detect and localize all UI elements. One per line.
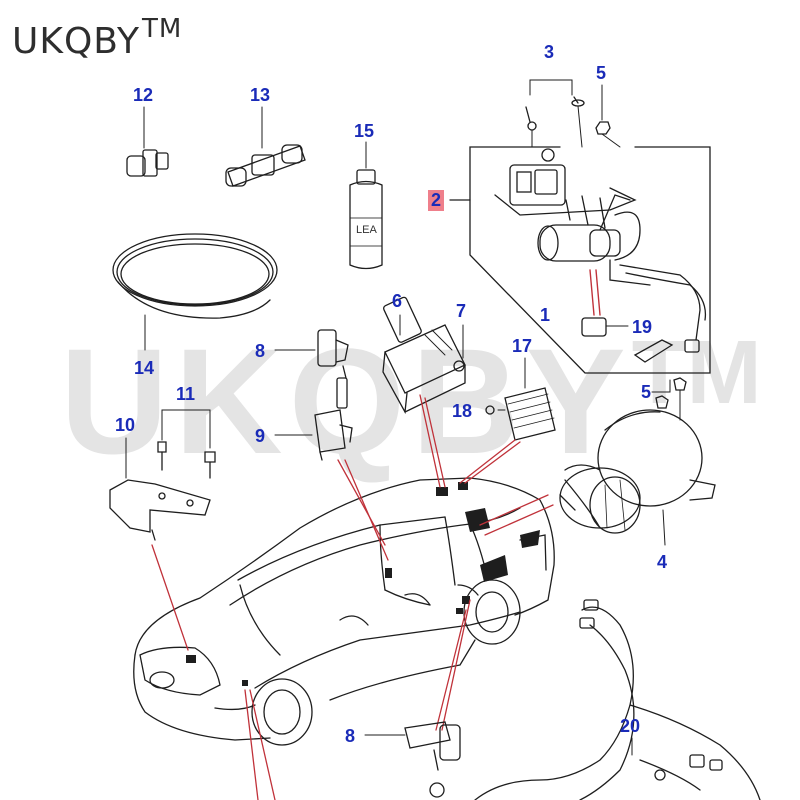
air-reservoir-part-4 <box>559 409 716 546</box>
stud-part-11 <box>157 409 216 479</box>
callout-19: 19 <box>632 317 653 337</box>
screw-part-18 <box>485 405 495 415</box>
bolt-part-3 <box>525 79 585 148</box>
callout-7: 7 <box>456 301 467 321</box>
nut-part-5-lower <box>651 377 687 421</box>
callout-17: 17 <box>512 336 533 356</box>
callout-8-bottom: 8 <box>345 726 356 746</box>
callout-11: 11 <box>176 384 196 404</box>
height-sensor-part-8-top <box>274 329 349 379</box>
callout-1: 1 <box>540 305 551 325</box>
height-sensor-part-8-bottom <box>364 721 461 798</box>
callout-4: 4 <box>657 552 668 572</box>
callout-14: 14 <box>134 358 155 378</box>
bracket-part-10 <box>109 437 211 541</box>
callout-6: 6 <box>392 291 403 311</box>
nut-part-5-top <box>595 84 621 148</box>
callout-18: 18 <box>452 401 473 421</box>
callout-15: 15 <box>354 121 375 141</box>
callout-13: 13 <box>250 85 271 105</box>
callout-3: 3 <box>544 42 555 62</box>
bottle-label: LEA <box>356 224 377 236</box>
wiring-harness-part-20 <box>474 599 761 800</box>
callout-5-top: 5 <box>596 63 607 83</box>
control-module-part-17 <box>497 357 556 441</box>
union-fitting-part-13 <box>225 106 306 187</box>
callout-8-top: 8 <box>255 341 266 361</box>
air-tube-coil-part-14 <box>112 233 278 351</box>
callout-10: 10 <box>115 415 136 435</box>
callout-9: 9 <box>255 426 266 446</box>
car-body <box>133 477 555 746</box>
callout-12: 12 <box>133 85 154 105</box>
callout-20: 20 <box>620 716 641 736</box>
nut-part-7 <box>453 324 465 372</box>
brand-logo: UKQBYTM <box>12 14 183 62</box>
compressor-kit-frame <box>449 146 711 374</box>
control-module-part-6 <box>382 296 466 415</box>
height-sensor-part-9 <box>274 377 353 461</box>
valve-part-19 <box>581 269 629 337</box>
car-part-locations <box>186 482 540 686</box>
callout-5-lower: 5 <box>641 382 652 402</box>
union-fitting-part-12 <box>126 106 169 177</box>
air-compressor <box>494 148 707 363</box>
sealant-bottle-part-15 <box>349 141 383 270</box>
red-leader-lines <box>151 394 554 800</box>
callout-2: 2 <box>428 190 445 211</box>
